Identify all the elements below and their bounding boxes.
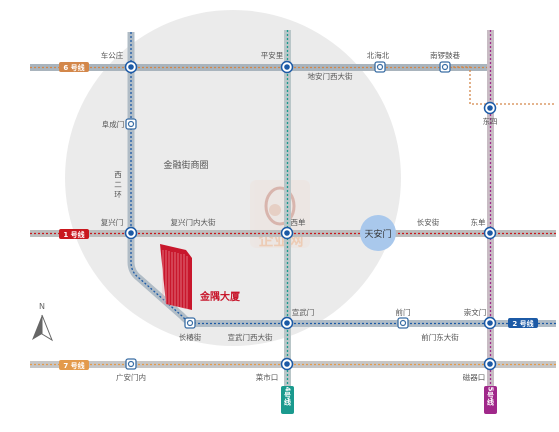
station-label: 车公庄 [101,50,124,60]
svg-text:7 号线: 7 号线 [63,361,84,370]
station-marker-icon [280,316,294,330]
station-marker-icon [124,60,138,74]
station-label: 西单 [291,217,306,227]
station-label: 北海北 [367,50,390,60]
line-badge-4: 4号线 [281,386,294,414]
ring-road-char-2: 二 [114,180,122,189]
station-marker-icon [483,101,497,115]
station-label: 复兴门 [101,217,124,227]
line-badge-1: 1 号线 [59,229,89,239]
station-marker-icon [280,357,294,371]
street-label-dianmen: 地安门西大街 [308,71,353,81]
station-marker-icon [124,226,138,240]
station-label: 菜市口 [256,372,279,382]
station-marker-icon [483,316,497,330]
station-marker-icon [397,317,409,329]
building-label: 金隅大厦 [199,290,241,303]
ring-road-char-1: 西 [114,170,122,179]
station-marker-icon [374,61,386,73]
street-label-qianmendong: 前门东大街 [421,332,459,342]
station-marker-icon [184,317,196,329]
street-label-changan: 长安街 [417,217,440,227]
station-label: 宣武门 [292,307,315,317]
station-label: 东四 [483,116,498,126]
station-marker-icon [483,226,497,240]
station-label: 崇文门 [464,307,487,317]
north-label: N [39,302,45,311]
station-marker-icon [125,118,137,130]
line-badge-7: 7 号线 [59,360,89,370]
station-label: 广安门内 [116,372,146,382]
district-label: 金融街商圈 [163,159,208,171]
station-label: 天安门 [364,228,391,240]
svg-text:5号线: 5号线 [487,387,495,407]
north-arrow-icon: N [32,302,54,342]
station-label: 阜成门 [102,119,125,129]
station-label: 东单 [471,217,486,227]
financial-district-circle [65,10,401,346]
station-marker-icon [439,61,451,73]
station-label: 南锣鼓巷 [430,50,460,60]
station-marker-icon [125,358,137,370]
line-badge-2: 2 号线 [508,318,538,328]
station-label: 前门 [396,307,411,317]
watermark-logo: 企业网 [250,180,310,249]
line-badge-6: 6 号线 [59,62,89,72]
jinyu-building-icon [160,244,192,310]
street-label-fuxingmennei: 复兴门内大街 [171,217,216,227]
station-label: 平安里 [261,50,284,60]
ring-road-char-3: 环 [114,190,122,199]
svg-text:6 号线: 6 号线 [63,63,84,72]
station-marker-icon [280,226,294,240]
station-marker-icon [483,357,497,371]
station-label: 磁器口 [463,372,486,382]
station-marker-icon [280,60,294,74]
svg-text:1 号线: 1 号线 [63,230,84,239]
svg-text:2 号线: 2 号线 [512,319,533,328]
station-label: 长椿街 [179,332,202,342]
svg-text:4号线: 4号线 [284,387,292,407]
line-badge-5: 5号线 [484,386,497,414]
tiananmen-circle [360,215,396,251]
street-label-xuanwumenxi: 宣武门西大街 [228,332,273,342]
